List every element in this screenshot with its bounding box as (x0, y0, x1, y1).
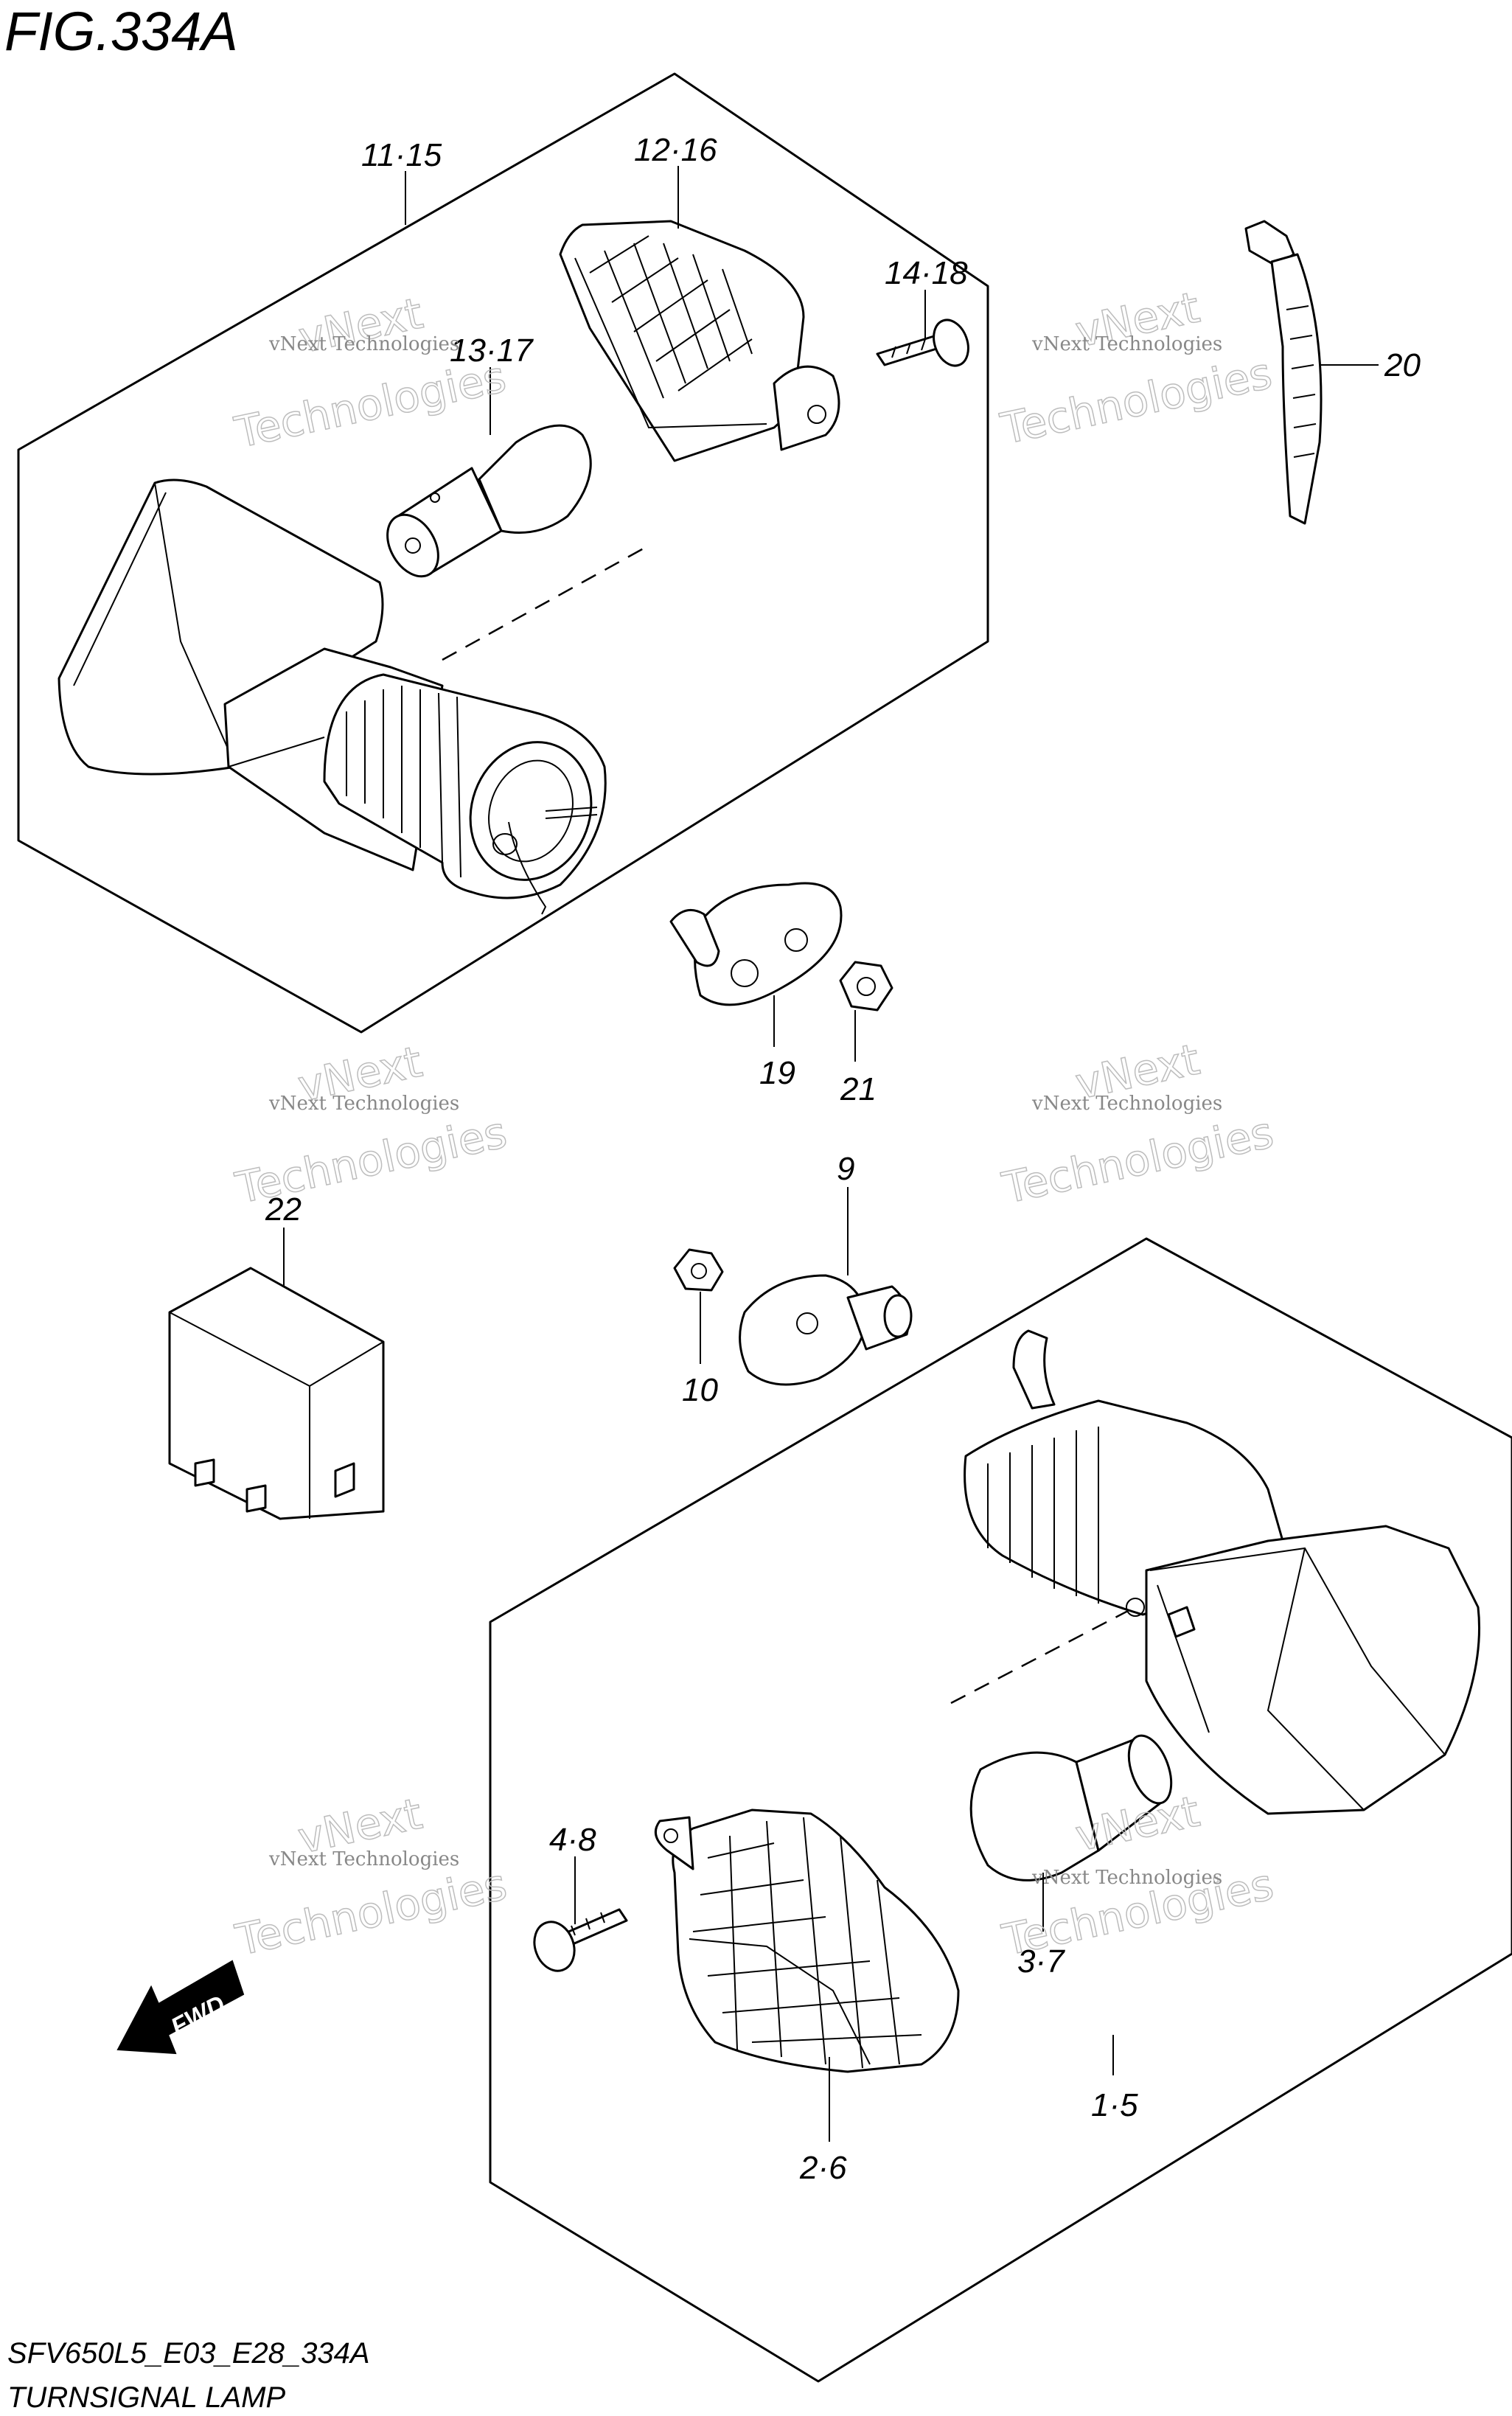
figure-title: FIG.334A (4, 1, 238, 62)
watermark-bottom-left: vNext Technologies vNext Technologies (231, 1788, 512, 1966)
callout-14-18: 14·18 (885, 255, 968, 291)
svg-text:vNext Technologies: vNext Technologies (1031, 333, 1222, 355)
svg-text:Technologies: Technologies (998, 1107, 1278, 1214)
callout-2-6: 2·6 (799, 2150, 847, 2186)
lower-assembly-guide-line (950, 1609, 1129, 1705)
figure-code: SFV650L5_E03_E28_334A (7, 2337, 370, 2370)
relay-22 (168, 1267, 385, 1520)
callout-9: 9 (837, 1151, 854, 1187)
svg-text:Technologies: Technologies (996, 348, 1276, 454)
cable-tie (1244, 220, 1323, 525)
callout-1-5: 1·5 (1091, 2087, 1138, 2123)
svg-text:vNext Technologies: vNext Technologies (268, 1848, 459, 1870)
callout-12-16: 12·16 (634, 132, 717, 168)
watermark-top-left: vNext Technologies vNext Technologies (230, 288, 511, 459)
watermark-middle-right: vNext Technologies vNext Technologies (997, 1034, 1278, 1214)
upper-assembly-frame (17, 72, 989, 1034)
callout-20: 20 (1384, 347, 1421, 383)
callout-11-15: 11·15 (361, 137, 442, 173)
nut-21 (839, 961, 893, 1012)
watermark-middle-left: vNext Technologies vNext Technologies (231, 1036, 512, 1214)
svg-text:Technologies: Technologies (230, 352, 510, 458)
callout-19: 19 (759, 1055, 795, 1091)
svg-text:vNext Technologies: vNext Technologies (1031, 1093, 1222, 1115)
upper-assembly-guide-line (442, 544, 649, 661)
svg-text:vNext Technologies: vNext Technologies (268, 1093, 459, 1115)
lower-bulb (969, 1734, 1173, 1881)
lower-screw (533, 1908, 628, 1972)
lower-assembly-frame (489, 1237, 1512, 2383)
upper-lamp-housing (58, 478, 607, 915)
svg-text:vNext Technologies: vNext Technologies (268, 333, 459, 355)
watermark-top-right: vNext Technologies vNext Technologies (996, 282, 1277, 455)
upper-lens (559, 220, 840, 462)
upper-screw (876, 318, 969, 367)
upper-bulb (386, 424, 592, 578)
svg-text:vNext Technologies: vNext Technologies (1031, 1867, 1222, 1889)
callout-21: 21 (840, 1071, 877, 1107)
lower-lamp-housing (964, 1329, 1481, 1815)
forward-arrow-icon: FWD (116, 1960, 245, 2055)
callout-22: 22 (265, 1191, 302, 1228)
callout-10: 10 (682, 1372, 718, 1408)
bracket-plate-9 (739, 1274, 913, 1386)
figure-name: TURNSIGNAL LAMP (7, 2381, 285, 2414)
svg-text:Technologies: Technologies (231, 1859, 512, 1966)
callout-13-17: 13·17 (450, 333, 534, 369)
lower-lens (654, 1808, 960, 2073)
bracket-plate-19 (669, 882, 843, 1006)
nut-10 (673, 1248, 724, 1292)
svg-text:Technologies: Technologies (231, 1107, 512, 1214)
callout-3-7: 3·7 (1017, 1943, 1065, 1980)
callout-4-8: 4·8 (549, 1822, 596, 1858)
